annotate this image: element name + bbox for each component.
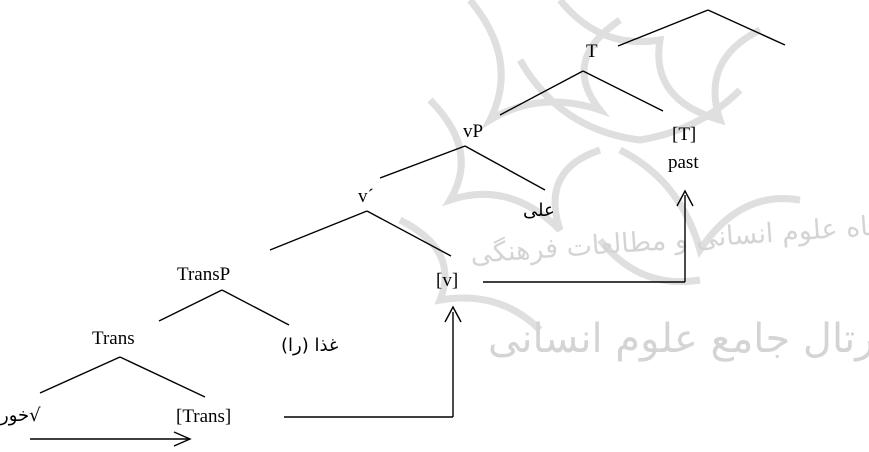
branch-vp-to-agent (464, 145, 546, 191)
branch-vbar-to-transp (269, 210, 368, 251)
node-t-value: past (668, 152, 699, 173)
node-root: √خور (0, 405, 41, 426)
branch-trans-to-root (39, 356, 121, 394)
branch-t-to-vp (499, 70, 584, 116)
branch-transp-to-object (221, 289, 290, 326)
node-trans: Trans (92, 328, 135, 349)
node-v-head: [v] (436, 270, 459, 291)
watermark-text-line2: پرتال جامع علوم انسانی (488, 316, 869, 362)
node-t: T (586, 41, 598, 62)
branch-transp-to-trans (158, 289, 223, 322)
branch-vp-to-vbar (379, 145, 466, 179)
node-v-bar: v´ (358, 186, 374, 207)
node-t-head: [T] (672, 124, 697, 145)
movement-arrowhead-t (676, 189, 694, 207)
movement-arrowhead-v (444, 305, 462, 323)
node-transp: TransP (177, 264, 231, 285)
bottom-arrowhead (173, 431, 192, 447)
branch-t-left-upper (617, 9, 709, 47)
node-vp: vP (463, 121, 484, 142)
node-object: غذا (را) (281, 335, 339, 356)
branch-vbar-to-vhead (366, 210, 452, 257)
branch-t-right-upper (707, 9, 786, 46)
branch-trans-to-transhead (119, 356, 206, 398)
node-agent: علی (523, 200, 555, 221)
node-trans-head: [Trans] (176, 406, 232, 427)
branch-t-to-thead (582, 70, 664, 112)
